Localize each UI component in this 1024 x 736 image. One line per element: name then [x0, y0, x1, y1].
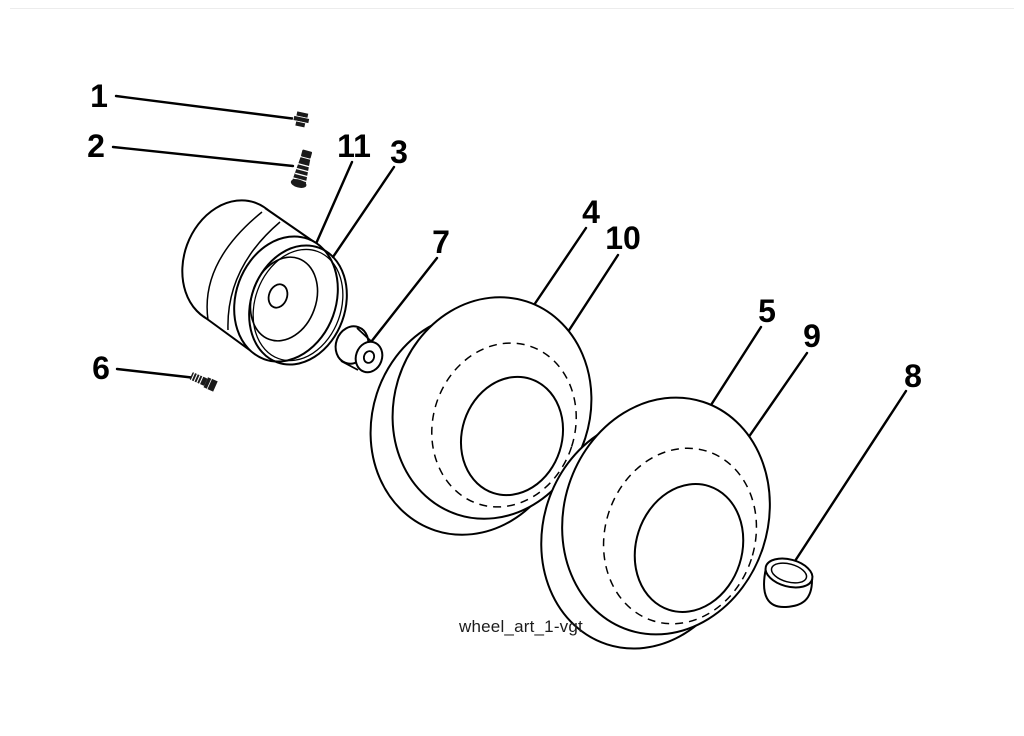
- part-label-8: 8: [904, 358, 922, 394]
- leader-line-4: [532, 226, 588, 307]
- rim-contour-1: [206, 211, 263, 321]
- leader-line-2: [111, 145, 295, 168]
- part-label-10: 10: [605, 220, 641, 256]
- leader-line-8: [793, 389, 908, 563]
- part-label-7: 7: [432, 224, 450, 260]
- tire-rear: [540, 396, 771, 650]
- leader-line-1: [114, 94, 298, 121]
- tire-rear-bead: [633, 483, 745, 613]
- rim-contour-2: [227, 221, 281, 331]
- part-label-9: 9: [803, 318, 821, 354]
- flange-bushing: [334, 325, 384, 374]
- leader-line-6: [115, 367, 198, 380]
- top-divider: [10, 8, 1014, 9]
- part-label-6: 6: [92, 350, 110, 386]
- part-label-3: 3: [390, 134, 408, 170]
- leader-lines: [111, 94, 908, 563]
- hub-cap: [763, 557, 814, 609]
- rim-hub-hole: [267, 283, 289, 309]
- trim-ring: [248, 244, 348, 366]
- trim-ring-inner: [252, 248, 344, 362]
- leader-line-3: [331, 165, 396, 259]
- trim-ring-outer: [248, 244, 348, 366]
- tire-front-bead: [459, 375, 565, 497]
- tire-rear-dashed-ring: [602, 447, 758, 625]
- hub-cap-opening: [764, 557, 814, 589]
- tire-front: [369, 296, 593, 536]
- tire-front-dashed-ring: [431, 342, 577, 508]
- diagram-caption: wheel_art_1-vgt: [459, 617, 583, 636]
- wheel-rim: [181, 199, 339, 363]
- hub-cap-opening-inner: [770, 562, 808, 584]
- part-label-2: 2: [87, 128, 105, 164]
- shoulder-bolt: [189, 371, 219, 393]
- cap-nut: [292, 110, 311, 129]
- leader-line-5: [709, 325, 763, 407]
- leader-line-11: [313, 160, 354, 248]
- leader-line-7: [369, 256, 439, 344]
- part-label-1: 1: [90, 78, 108, 114]
- valve-stem: [290, 149, 313, 188]
- part-label-5: 5: [758, 293, 776, 329]
- part-label-11: 11: [337, 128, 371, 164]
- part-label-4: 4: [582, 194, 600, 230]
